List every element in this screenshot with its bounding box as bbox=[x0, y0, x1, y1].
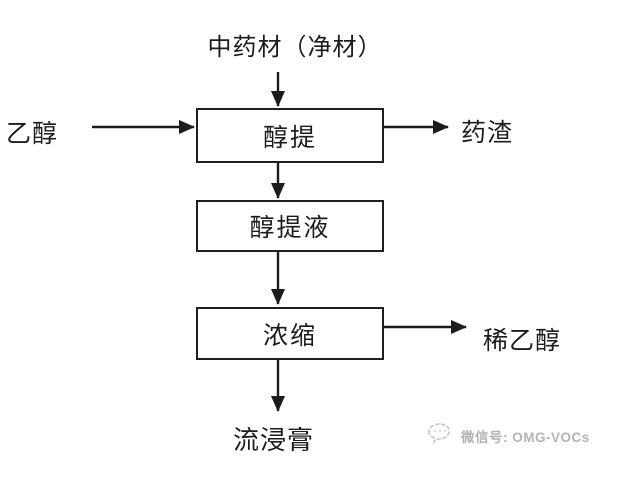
process-box-extract-liquid-label: 醇提液 bbox=[249, 215, 331, 242]
source-material-label: 中药材（净材） bbox=[207, 35, 383, 61]
process-box-extract-liquid: 醇提液 bbox=[196, 200, 384, 252]
process-box-concentration-label: 浓缩 bbox=[262, 322, 317, 350]
process-box-extraction: 醇提 bbox=[196, 108, 384, 163]
wechat-doodle-icon bbox=[424, 419, 454, 452]
ethanol-input-label: 乙醇 bbox=[6, 121, 59, 148]
watermark: 微信号: OMG-VOCs bbox=[424, 419, 590, 452]
watermark-text: 微信号: OMG-VOCs bbox=[461, 429, 590, 445]
fluid-extract-output-label: 流浸膏 bbox=[233, 426, 315, 455]
process-box-extraction-label: 醇提 bbox=[262, 124, 317, 152]
dilute-ethanol-output-label: 稀乙醇 bbox=[483, 328, 562, 355]
residue-output-label: 药渣 bbox=[461, 120, 514, 147]
process-box-concentration: 浓缩 bbox=[196, 307, 384, 360]
